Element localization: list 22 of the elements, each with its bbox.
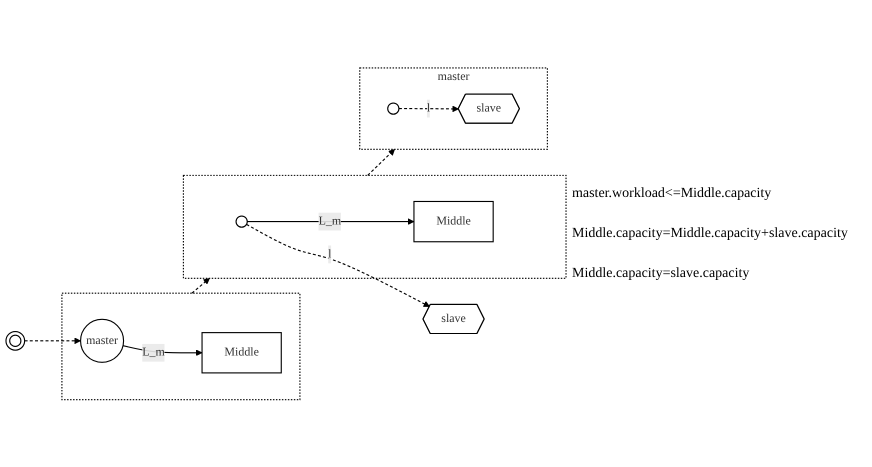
- arrow: [191, 278, 210, 294]
- node-circle: [387, 102, 400, 114]
- arrow: [367, 148, 395, 176]
- cluster: [182, 174, 567, 279]
- node-box: Middle: [413, 200, 494, 242]
- constraint-note: Middle.capacity=Middle.capacity+slave.capacity: [572, 226, 849, 242]
- arrow: [122, 344, 202, 356]
- edge-label: l: [328, 247, 332, 260]
- node-circle: [236, 215, 248, 228]
- arrow: [24, 337, 81, 344]
- constraint-note: master.workload<=Middle.capacity: [572, 186, 772, 202]
- edge-label: L_m: [142, 346, 165, 358]
- edge-label: L_m: [318, 214, 342, 228]
- node-circle: [5, 330, 26, 350]
- arrow: [398, 105, 459, 112]
- node-circle: master: [80, 318, 124, 363]
- node-box: Middle: [201, 332, 282, 374]
- edge-label: l: [426, 102, 430, 114]
- cluster: [61, 292, 300, 400]
- arrow: [247, 218, 414, 225]
- arrow: [246, 224, 430, 307]
- constraint-note: Middle.capacity=slave.capacity: [572, 266, 750, 282]
